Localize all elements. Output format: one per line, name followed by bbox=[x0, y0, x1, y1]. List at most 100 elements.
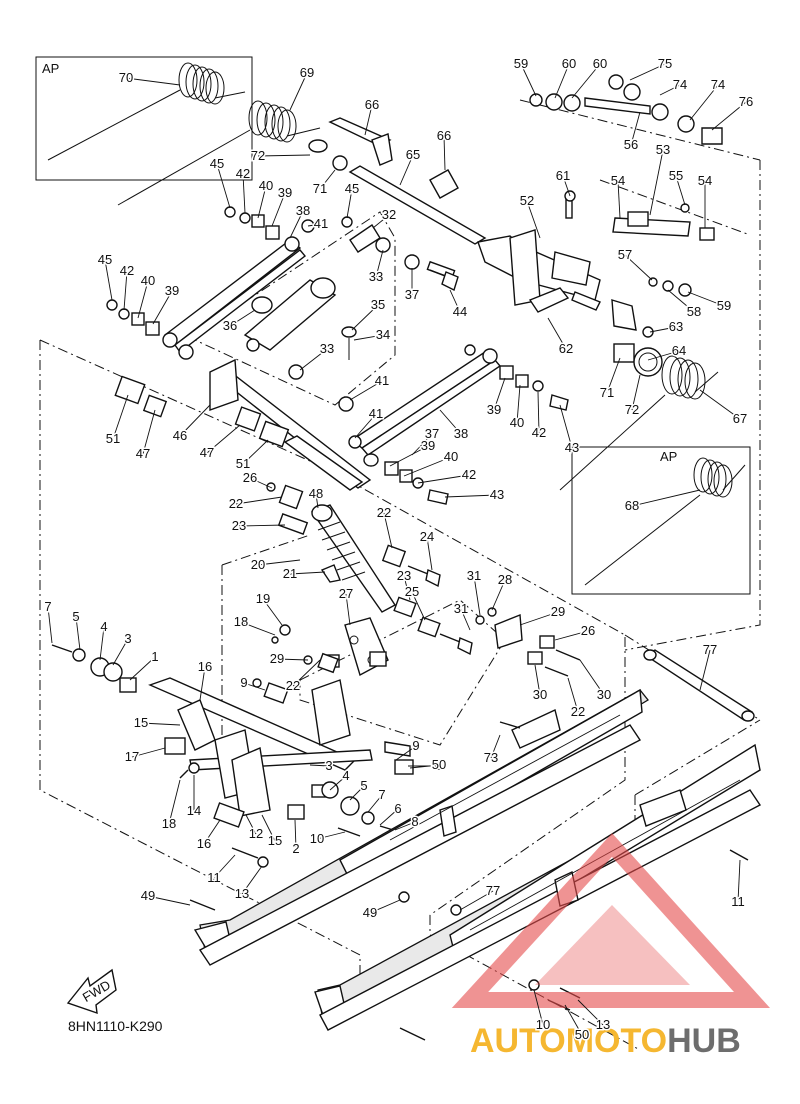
callout-label: 40 bbox=[444, 449, 458, 464]
callout-leader bbox=[369, 899, 401, 914]
callout-label: 50 bbox=[575, 1027, 589, 1042]
spring-70-inset bbox=[47, 62, 246, 161]
callout-label: 76 bbox=[739, 94, 753, 109]
callout-label: 39 bbox=[278, 185, 292, 200]
callout-leader bbox=[235, 496, 283, 505]
callout-leader bbox=[389, 445, 429, 467]
callout-label: 32 bbox=[382, 207, 396, 222]
callout-label: 38 bbox=[296, 203, 310, 218]
callout-leader bbox=[199, 666, 206, 701]
callout-label: 39 bbox=[487, 402, 501, 417]
callout-leader bbox=[711, 101, 747, 131]
callout-label: 3 bbox=[325, 758, 332, 773]
callout-label: 18 bbox=[162, 816, 176, 831]
rods-38-lower bbox=[348, 344, 569, 505]
callout-label: 75 bbox=[658, 56, 672, 71]
callout-leader bbox=[554, 63, 570, 99]
callout-leader bbox=[349, 380, 383, 401]
callout-label: 43 bbox=[490, 487, 504, 502]
front-arm-1 bbox=[51, 644, 414, 868]
callout-label: 51 bbox=[106, 431, 120, 446]
callout-leader bbox=[649, 149, 664, 216]
callout-label: 30 bbox=[533, 687, 547, 702]
callout-label: 44 bbox=[453, 304, 467, 319]
callout-label: 47 bbox=[200, 445, 214, 460]
callout-leader bbox=[449, 289, 461, 313]
callout-leader bbox=[649, 326, 677, 333]
callout-label: 45 bbox=[345, 181, 359, 196]
watermark-part3: HUB bbox=[667, 1022, 741, 1060]
callout-leader bbox=[647, 350, 680, 361]
callout-label: 54 bbox=[698, 173, 712, 188]
callout-leader bbox=[142, 409, 156, 455]
callout-leader bbox=[439, 409, 462, 435]
callout-label: 29 bbox=[551, 604, 565, 619]
callout-leader bbox=[206, 424, 241, 454]
callout-leader bbox=[257, 559, 301, 566]
callout-leader bbox=[617, 180, 621, 219]
callout-label: 26 bbox=[581, 623, 595, 638]
callout-leader bbox=[519, 611, 559, 626]
callout-leader bbox=[395, 745, 417, 761]
callout-label: 16 bbox=[197, 836, 211, 851]
callout-label: 15 bbox=[134, 715, 148, 730]
shock-20 bbox=[266, 482, 473, 656]
callout-leader bbox=[147, 895, 191, 906]
callout-leader bbox=[240, 621, 276, 636]
callout-leader bbox=[459, 890, 494, 911]
callout-label: 39 bbox=[165, 283, 179, 298]
callout-leader bbox=[699, 649, 711, 691]
callout-label: 37 bbox=[425, 426, 439, 441]
callout-leader bbox=[203, 819, 221, 845]
callout-leader bbox=[383, 512, 393, 549]
callout-leader bbox=[629, 63, 666, 81]
callout-leader bbox=[403, 575, 411, 601]
callout-label: 30 bbox=[597, 687, 611, 702]
figure-code: 8HN1110-K290 bbox=[68, 1018, 163, 1034]
automotohub-watermark: AUTOMOTOHUB bbox=[451, 833, 771, 1060]
callout-leader bbox=[140, 722, 181, 726]
callout-label: 22 bbox=[286, 678, 300, 693]
frame-lines bbox=[35, 56, 761, 1051]
callout-leader bbox=[353, 334, 384, 341]
callout-label: 1 bbox=[151, 649, 158, 664]
callout-leader bbox=[490, 734, 501, 759]
callout-leader bbox=[315, 493, 319, 509]
callout-label: 50 bbox=[432, 757, 446, 772]
callout-leader bbox=[292, 659, 321, 687]
callout-label: 69 bbox=[300, 65, 314, 80]
callout-leader bbox=[460, 608, 471, 631]
callout-label: 23 bbox=[232, 518, 246, 533]
callout-label: 13 bbox=[235, 886, 249, 901]
callout-label: 37 bbox=[405, 287, 419, 302]
callout-label: 73 bbox=[484, 750, 498, 765]
callout-label: 3 bbox=[124, 631, 131, 646]
callout-label: 21 bbox=[283, 566, 297, 581]
callout-label: 49 bbox=[141, 888, 155, 903]
callout-label: 74 bbox=[673, 77, 687, 92]
callout-leader bbox=[245, 814, 257, 835]
callout-label: 15 bbox=[268, 833, 282, 848]
callout-leader bbox=[229, 309, 256, 327]
callout-leader bbox=[630, 111, 641, 146]
callout-leader bbox=[261, 814, 276, 842]
callout-label: 26 bbox=[243, 470, 257, 485]
callout-label: 4 bbox=[100, 619, 107, 634]
callout-label: 55 bbox=[669, 168, 683, 183]
callout-leader bbox=[367, 794, 383, 813]
callout-label: 9 bbox=[240, 675, 247, 690]
callout-leader bbox=[249, 477, 273, 489]
callout-leader bbox=[379, 808, 399, 826]
callout-leader bbox=[411, 433, 433, 456]
callout-label: 16 bbox=[198, 659, 212, 674]
bracket-27-28 bbox=[271, 607, 581, 677]
callout-label: 18 bbox=[234, 614, 248, 629]
callout-leader bbox=[294, 819, 297, 850]
callout-leader bbox=[123, 270, 128, 311]
callout-leader bbox=[403, 456, 452, 477]
callout-label: 51 bbox=[236, 456, 250, 471]
callout-leader bbox=[299, 348, 328, 371]
callout-leader bbox=[631, 374, 641, 411]
callout-leader bbox=[271, 192, 286, 227]
